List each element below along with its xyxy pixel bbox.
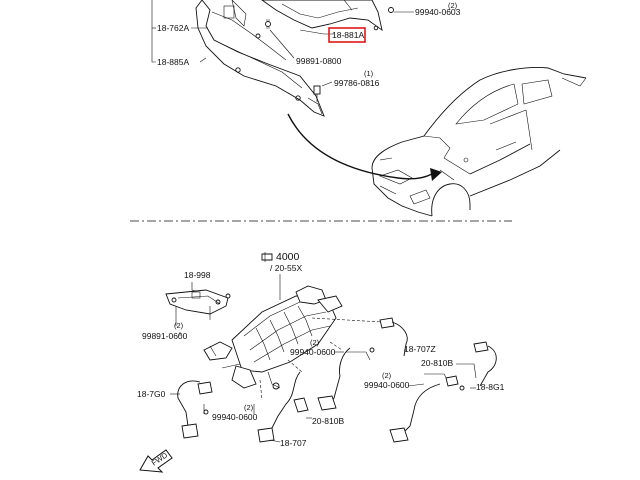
- location-arrow: [287, 113, 433, 180]
- oxygen-sensor: [177, 380, 213, 439]
- bolt-icon: [388, 7, 394, 13]
- arrow-head-icon: [430, 168, 442, 181]
- part-label: 18-707Z: [404, 344, 436, 354]
- fwd-arrow-icon: FWD: [139, 449, 173, 473]
- part-label: 99786-0816: [334, 78, 380, 88]
- reference-icon: [261, 252, 273, 262]
- quantity-label: (1): [364, 69, 374, 78]
- part-label: 99940-0600: [290, 347, 336, 357]
- part-label: 99891-0800: [296, 56, 342, 66]
- sensor-bracket: [165, 289, 231, 320]
- cover-plate: [261, 0, 383, 32]
- part-label: 18-998: [184, 270, 211, 280]
- part-label: 99940-0603: [415, 7, 461, 17]
- oxygen-sensor: [317, 317, 408, 411]
- catalytic-converter: [203, 285, 343, 390]
- assembly-subreference: / 20-55X: [270, 263, 302, 273]
- oxygen-sensor: [257, 371, 309, 443]
- quantity-label: (2): [448, 1, 458, 10]
- quantity-label: (2): [244, 403, 254, 412]
- bolt-icon: [313, 85, 321, 102]
- part-label: 18-762A: [157, 23, 189, 33]
- bottom-section: 4000 / 20-55X 18-998 (2) 99891-0600: [137, 251, 505, 473]
- part-label: 18-885A: [157, 57, 189, 67]
- oxygen-sensor: [389, 341, 497, 443]
- bolt-icon: [265, 19, 271, 29]
- quantity-label: (2): [382, 371, 392, 380]
- part-label: 20-810B: [312, 416, 344, 426]
- highlight-box: [328, 27, 366, 43]
- part-label: 99891-0600: [142, 331, 188, 341]
- part-label-highlighted[interactable]: 18-881A: [332, 30, 364, 40]
- part-label: 18-8G1: [476, 382, 505, 392]
- top-section: 18-762A 18-885A 18-881A (2) 99940-0603 9…: [151, 0, 587, 217]
- part-label: 99940-0600: [212, 412, 258, 422]
- quantity-label: (2): [310, 338, 320, 347]
- part-label: 18-7G0: [137, 389, 166, 399]
- part-label: 18-707: [280, 438, 307, 448]
- heat-shield-bracket: [195, 0, 325, 117]
- part-label: 20-810B: [421, 358, 453, 368]
- assembly-reference: 4000: [276, 251, 300, 263]
- vehicle-illustration: [371, 67, 587, 217]
- quantity-label: (2): [174, 321, 184, 330]
- part-label: 99940-0600: [364, 380, 410, 390]
